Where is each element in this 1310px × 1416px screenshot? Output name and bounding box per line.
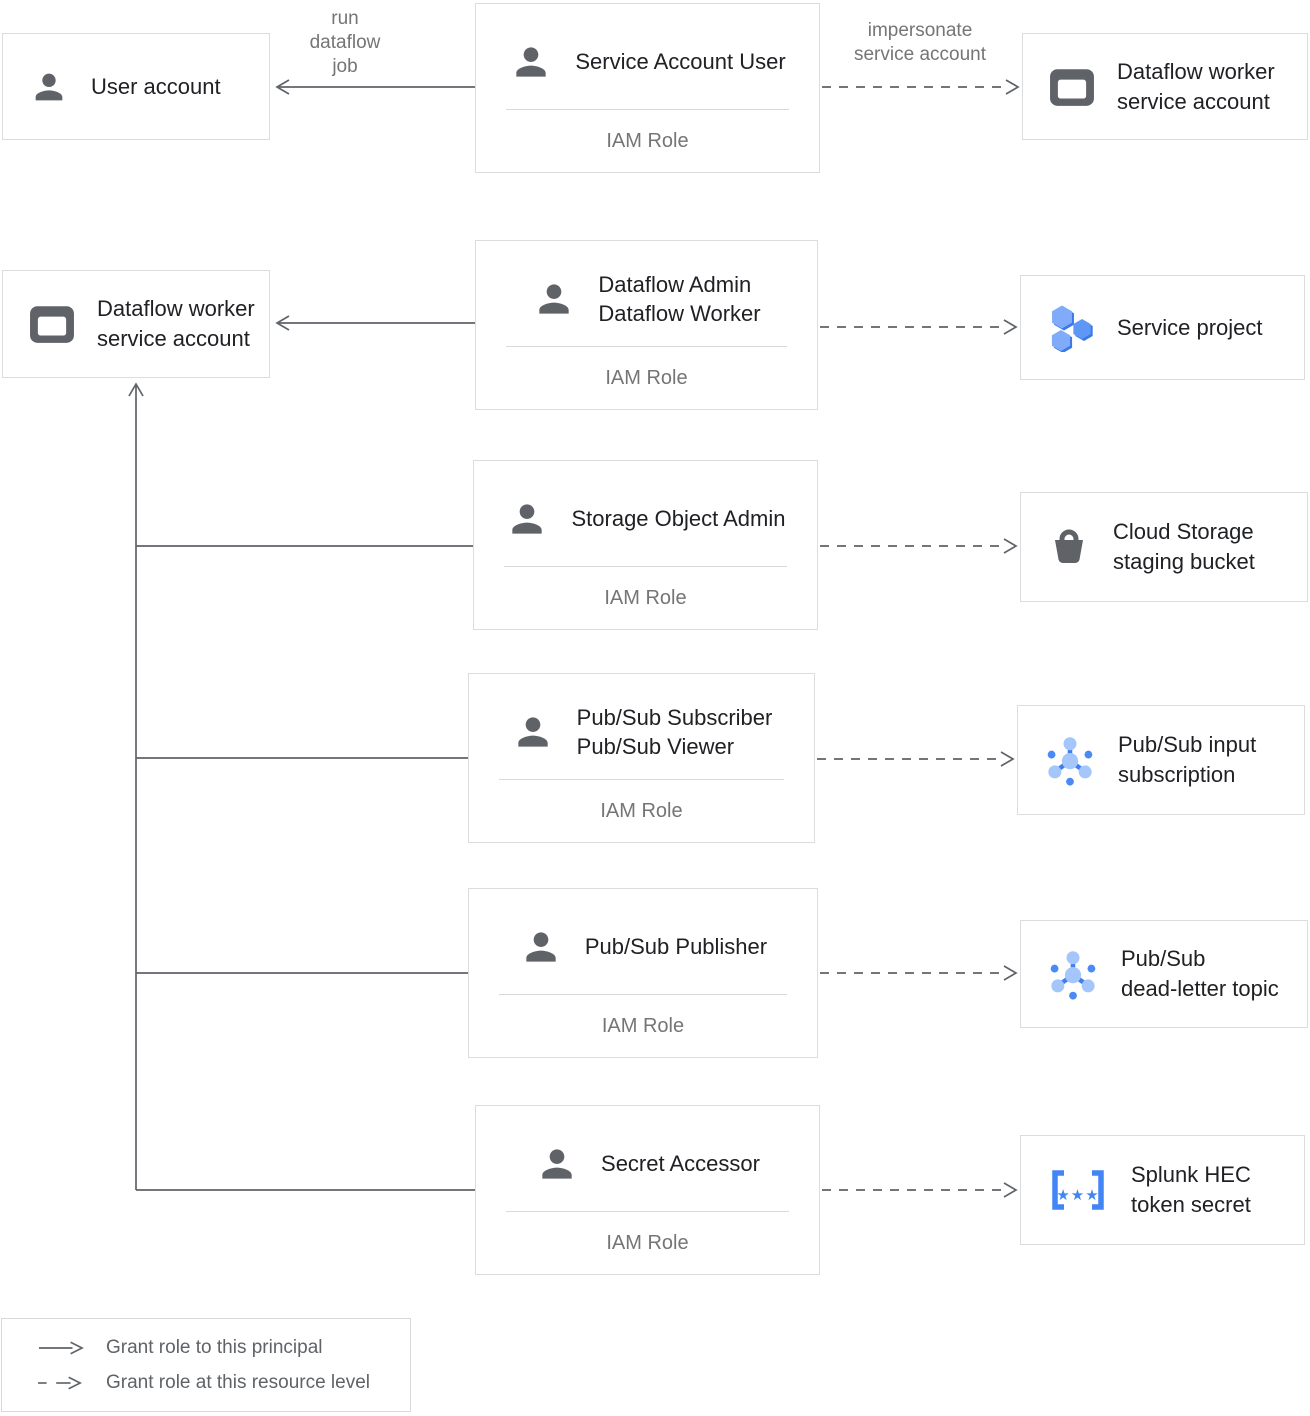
iam-role-title: Dataflow Worker bbox=[598, 300, 761, 326]
node-label: token secret bbox=[1131, 1192, 1251, 1217]
edge-label-line: service account bbox=[853, 44, 986, 65]
edge-label-line: run bbox=[331, 8, 359, 29]
iam-role-title: Pub/Sub Subscriber bbox=[576, 704, 773, 730]
divider bbox=[504, 566, 787, 567]
iam-role-title: Pub/Sub Publisher bbox=[584, 934, 768, 959]
iam-box-dataflow-admin-worker: Dataflow Admin Dataflow Worker IAM Role bbox=[475, 240, 818, 410]
node-label: Dataflow worker bbox=[1117, 58, 1275, 84]
storage-bucket-icon bbox=[1055, 529, 1083, 563]
person-icon bbox=[526, 931, 556, 962]
legend: Grant role to this principal Grant role … bbox=[1, 1318, 411, 1412]
node-label: Pub/Sub bbox=[1121, 946, 1206, 971]
secret-brackets-icon: ★★★ bbox=[1052, 1170, 1104, 1210]
node-label: Cloud Storage bbox=[1113, 519, 1254, 544]
iam-role-title: Storage Object Admin bbox=[571, 506, 786, 531]
iam-role-title: Secret Accessor bbox=[601, 1151, 760, 1176]
legend-row-dashed: Grant role at this resource level bbox=[38, 1372, 410, 1394]
secret-stars-glyphs: ★★★ bbox=[1056, 1186, 1099, 1204]
edge-label-impersonate: impersonate service account bbox=[818, 19, 1022, 67]
node-service-project: Service project bbox=[1020, 275, 1305, 380]
iam-role-label: IAM Role bbox=[606, 129, 689, 152]
service-account-window-icon bbox=[1050, 68, 1094, 106]
dashed-arrow-icon bbox=[38, 1376, 82, 1389]
iam-role-label: IAM Role bbox=[606, 1231, 689, 1254]
node-label: Splunk HEC bbox=[1131, 1162, 1251, 1187]
divider bbox=[506, 109, 789, 110]
solid-arrow-icon bbox=[38, 1341, 84, 1354]
iam-role-label: IAM Role bbox=[601, 1014, 685, 1037]
iam-box-pubsub-publisher: Pub/Sub Publisher IAM Role bbox=[468, 888, 818, 1058]
iam-box-service-account-user: Service Account User IAM Role bbox=[475, 3, 820, 173]
divider bbox=[499, 994, 787, 995]
pubsub-topology-icon bbox=[1050, 951, 1096, 1000]
node-pubsub-dead-letter-topic: Pub/Sub dead-letter topic bbox=[1020, 920, 1308, 1028]
divider bbox=[506, 346, 787, 347]
hexagon-cluster-icon bbox=[1051, 305, 1093, 352]
iam-role-title: Dataflow Admin bbox=[598, 271, 752, 297]
person-icon bbox=[539, 283, 570, 314]
pubsub-topology-icon bbox=[1047, 737, 1093, 786]
node-label: staging bucket bbox=[1113, 549, 1255, 574]
node-label: Dataflow worker bbox=[97, 296, 255, 321]
iam-role-title: Pub/Sub Viewer bbox=[576, 733, 735, 759]
iam-role-label: IAM Role bbox=[604, 586, 687, 609]
edge-label-run-dataflow-job: run dataflow job bbox=[283, 7, 407, 79]
node-label: User account bbox=[91, 73, 221, 99]
person-icon bbox=[516, 46, 547, 77]
node-user-account: User account bbox=[2, 33, 270, 140]
divider bbox=[499, 779, 784, 780]
person-icon bbox=[35, 73, 63, 100]
node-pubsub-input-subscription: Pub/Sub input subscription bbox=[1017, 705, 1305, 815]
node-label: subscription bbox=[1118, 762, 1236, 787]
node-label: Service project bbox=[1117, 314, 1263, 340]
iam-role-title: Service Account User bbox=[575, 49, 786, 74]
person-icon bbox=[542, 1148, 572, 1179]
node-label: dead-letter topic bbox=[1121, 976, 1279, 1001]
legend-label-dashed: Grant role at this resource level bbox=[106, 1371, 371, 1393]
legend-label-solid: Grant role to this principal bbox=[106, 1336, 323, 1358]
node-dataflow-worker-service-account-left: Dataflow worker service account bbox=[2, 270, 270, 378]
edge-label-line: impersonate bbox=[867, 20, 973, 41]
divider bbox=[506, 1211, 789, 1212]
iam-box-secret-accessor: Secret Accessor IAM Role bbox=[475, 1105, 820, 1275]
iam-role-label: IAM Role bbox=[605, 366, 688, 389]
node-label: Pub/Sub input bbox=[1118, 732, 1257, 757]
iam-role-label: IAM Role bbox=[600, 799, 683, 822]
node-dataflow-worker-service-account-top: Dataflow worker service account bbox=[1022, 33, 1308, 140]
iam-box-pubsub-subscriber-viewer: Pub/Sub Subscriber Pub/Sub Viewer IAM Ro… bbox=[468, 673, 815, 843]
service-account-window-icon bbox=[30, 306, 74, 343]
node-label: service account bbox=[1117, 88, 1270, 114]
node-cloud-storage-staging-bucket: Cloud Storage staging bucket bbox=[1020, 492, 1308, 602]
edge-label-line: dataflow bbox=[309, 32, 381, 53]
node-label: service account bbox=[97, 326, 250, 351]
person-icon bbox=[512, 503, 543, 534]
edge-label-line: job bbox=[332, 56, 358, 77]
node-splunk-hec-token-secret: ★★★ Splunk HEC token secret bbox=[1020, 1135, 1305, 1245]
iam-box-storage-object-admin: Storage Object Admin IAM Role bbox=[473, 460, 818, 630]
legend-row-solid: Grant role to this principal bbox=[38, 1337, 410, 1359]
person-icon bbox=[517, 716, 548, 747]
